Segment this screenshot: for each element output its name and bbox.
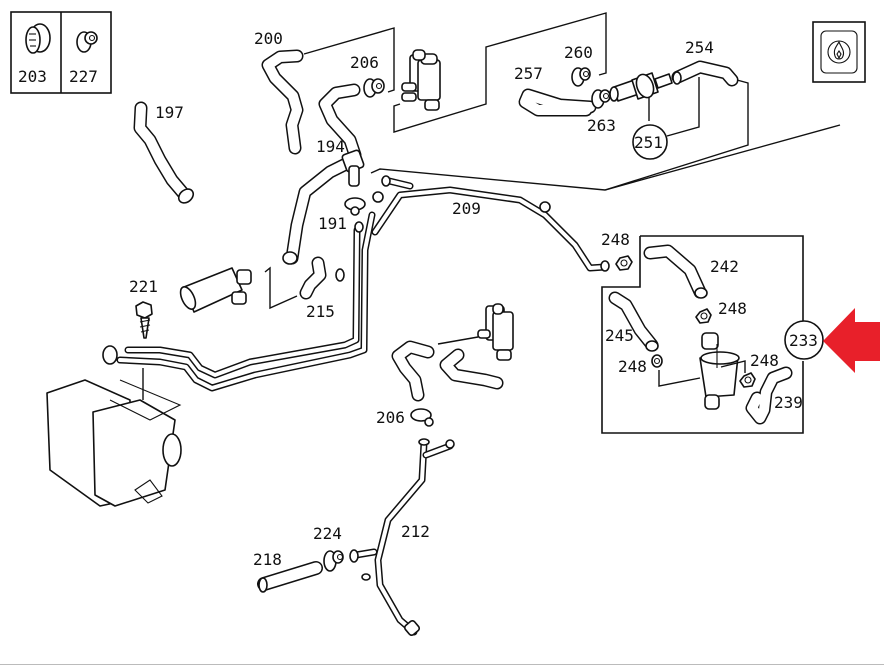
- legend-label-203: 203: [18, 67, 47, 86]
- nut-248-mid[interactable]: [695, 308, 712, 324]
- leader-valve-center: [437, 336, 479, 345]
- callout-263: 263: [587, 116, 616, 135]
- callout-245: 245: [605, 326, 634, 345]
- clamp-206-bottom[interactable]: [410, 408, 434, 427]
- leader-254-group: [604, 79, 749, 191]
- legend-label-227: 227: [69, 67, 98, 86]
- clamp-206-top[interactable]: [363, 78, 385, 98]
- highlight-arrow-icon: [823, 308, 880, 373]
- leader-filter: [658, 370, 701, 387]
- callout-239: 239: [774, 393, 803, 412]
- legend-box-203-227: 203 227: [10, 11, 112, 94]
- callout-251: 251: [634, 133, 663, 152]
- nut-248-right[interactable]: [739, 372, 756, 388]
- clamp-224[interactable]: [323, 550, 344, 572]
- callout-194: 194: [316, 137, 345, 156]
- hose-218[interactable]: [257, 561, 323, 593]
- leader-215: [264, 266, 298, 310]
- flame-heater-icon: [812, 21, 866, 83]
- callout-248-upper: 248: [601, 230, 630, 249]
- callout-209: 209: [452, 199, 481, 218]
- leader-valve-group-bottom: [393, 12, 607, 133]
- hose-197[interactable]: [133, 101, 196, 206]
- callout-218: 218: [253, 550, 282, 569]
- nut-248-upper[interactable]: [615, 255, 633, 271]
- callout-206-top: 206: [350, 53, 379, 72]
- filter-233[interactable]: [699, 332, 740, 410]
- check-valve-251[interactable]: [609, 72, 673, 102]
- callout-254: 254: [685, 38, 714, 57]
- callout-248-right: 248: [750, 351, 779, 370]
- pipe-209[interactable]: [102, 175, 610, 392]
- leader-valve-group: [303, 27, 395, 93]
- hose-239[interactable]: [745, 366, 793, 425]
- pipe-212[interactable]: [349, 438, 455, 637]
- aux-pump[interactable]: [177, 267, 252, 313]
- callout-191: 191: [318, 214, 347, 233]
- hose-242[interactable]: [643, 244, 708, 299]
- hose-200[interactable]: [261, 49, 304, 155]
- screw-221[interactable]: [135, 301, 153, 339]
- hose-215[interactable]: [299, 256, 345, 300]
- hose-257[interactable]: [518, 88, 597, 117]
- callout-206-bottom: 206: [376, 408, 405, 427]
- group-box-233-lower: [601, 236, 804, 434]
- clamp-191[interactable]: [344, 197, 366, 216]
- bottom-divider: [0, 664, 884, 665]
- callout-circle-233[interactable]: [784, 320, 824, 360]
- hose-center-right[interactable]: [439, 348, 504, 390]
- callout-circle-251[interactable]: [632, 124, 668, 160]
- callout-260: 260: [564, 43, 593, 62]
- nut-248-left[interactable]: [651, 354, 663, 368]
- callout-233: 233: [789, 331, 818, 350]
- leader-filter-right: [720, 360, 746, 373]
- callout-215: 215: [306, 302, 335, 321]
- hose-254[interactable]: [671, 60, 739, 87]
- callout-197: 197: [155, 103, 184, 122]
- callout-221: 221: [129, 277, 158, 296]
- hose-245[interactable]: [608, 291, 659, 352]
- heater-unit[interactable]: [46, 368, 182, 507]
- clamp-263[interactable]: [591, 89, 611, 109]
- hose-clip-icon[interactable]: [76, 31, 98, 53]
- clamp-260[interactable]: [571, 67, 591, 87]
- clamp-ring-icon[interactable]: [25, 23, 51, 54]
- group-box-233: [640, 235, 804, 321]
- callout-212: 212: [401, 522, 430, 541]
- callout-200: 200: [254, 29, 283, 48]
- leader-209: [370, 124, 841, 191]
- hose-194[interactable]: [282, 83, 365, 265]
- valve-top[interactable]: [401, 49, 441, 111]
- leader-251-254: [666, 77, 700, 137]
- callout-248-mid: 248: [718, 299, 747, 318]
- callout-248-left: 248: [618, 357, 647, 376]
- callout-242: 242: [710, 257, 739, 276]
- valve-center[interactable]: [477, 303, 514, 361]
- callout-224: 224: [313, 524, 342, 543]
- hose-center-left[interactable]: [391, 340, 435, 402]
- callout-257: 257: [514, 64, 543, 83]
